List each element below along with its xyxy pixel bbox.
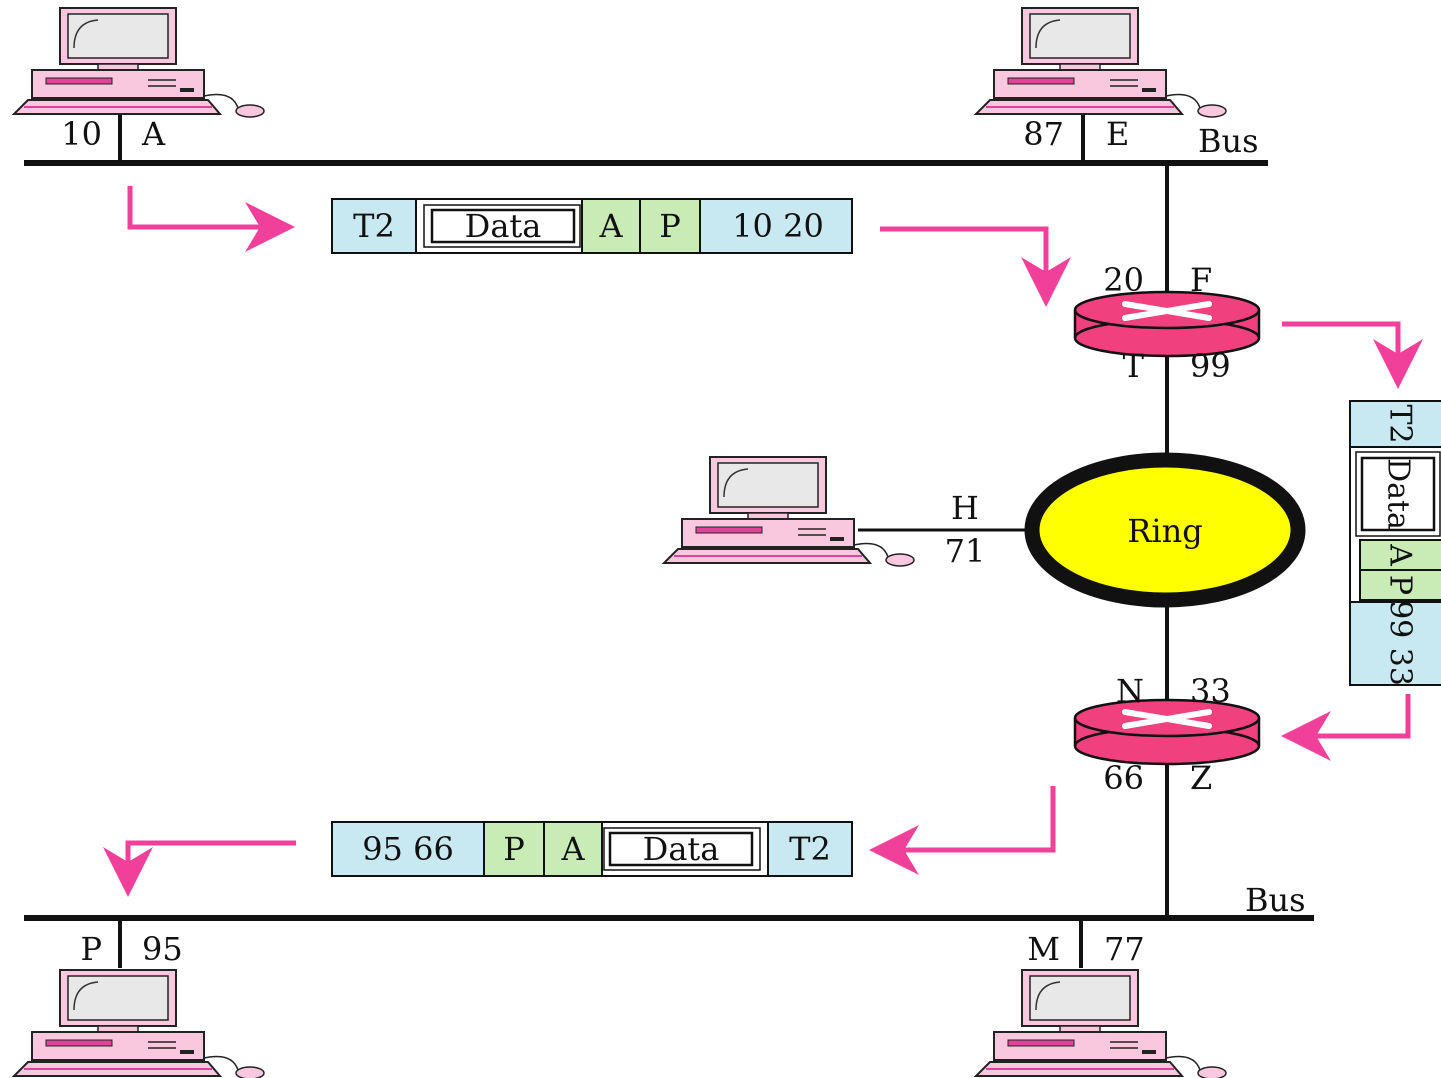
packet-second-phys-cell	[1349, 601, 1441, 686]
packet-first-dst: P	[659, 207, 681, 245]
router-x-icon	[1122, 301, 1212, 321]
packet-second-dst: P	[1383, 575, 1418, 595]
packet-third-data: Data	[643, 830, 720, 868]
packet-second-src-cell	[1359, 539, 1441, 571]
packet-third-trailer-cell	[767, 821, 853, 877]
packet-second-trailer: T2	[1383, 404, 1418, 443]
computer-m-icon	[975, 969, 1227, 1078]
packet-first-data: Data	[465, 207, 542, 245]
arrow-packet-to-p	[103, 840, 296, 897]
packet-third-phys-cell	[331, 821, 485, 877]
station-m-phys: 77	[1104, 930, 1145, 968]
computer-h-icon	[663, 456, 915, 567]
packet-second-trailer-cell	[1349, 400, 1441, 448]
packet-first-phys-cell	[699, 198, 853, 254]
links	[24, 112, 1314, 968]
bottom-bus-label: Bus	[1245, 881, 1306, 919]
packet-first: T2 Data A P 10 20	[331, 198, 853, 254]
packet-first-phys: 10 20	[732, 207, 824, 245]
packet-second-src: A	[1383, 543, 1418, 566]
router-bottom-left-upper: N	[1116, 672, 1144, 710]
station-a-logical: A	[141, 115, 166, 153]
arrow-router-to-packet-bottom	[869, 786, 1056, 875]
router-bottom-right-lower: Z	[1190, 759, 1212, 797]
ring-label: Ring	[1127, 512, 1202, 550]
arrow-router-to-packet	[1282, 321, 1423, 389]
packet-first-src: A	[598, 207, 623, 245]
arrow-packet-to-router-bottom	[1281, 694, 1411, 761]
flow-arrows	[103, 186, 1423, 897]
packet-third-src: A	[560, 830, 585, 868]
station-e-logical: E	[1106, 115, 1129, 153]
computer-a-icon	[13, 7, 265, 118]
packet-third-trailer: T2	[789, 830, 831, 868]
router-top-left-lower: T	[1123, 347, 1145, 385]
arrow-packet-to-router	[880, 226, 1071, 307]
station-m-logical: M	[1027, 930, 1060, 968]
router-x-icon	[1122, 709, 1212, 729]
packet-second-dst-cell	[1359, 569, 1441, 601]
station-p-logical: P	[80, 930, 102, 968]
router-bottom-left-lower: 66	[1103, 759, 1144, 797]
station-e-phys: 87	[1023, 115, 1064, 153]
station-h-phys: 71	[945, 532, 986, 570]
packet-third-dst: P	[503, 830, 525, 868]
computer-p-icon	[13, 969, 265, 1078]
router-bottom-right-upper: 33	[1190, 672, 1231, 710]
station-p-phys: 95	[142, 930, 183, 968]
router-top-right-upper: F	[1190, 261, 1212, 299]
packet-third-src-cell	[543, 821, 603, 877]
packet-second-phys: 99 33	[1383, 600, 1418, 686]
packet-first-dst-cell	[639, 198, 701, 254]
ring-network: Ring	[1024, 452, 1306, 608]
station-a-phys: 10	[61, 115, 102, 153]
ring-shape	[1024, 452, 1306, 608]
packet-third: 95 66 P A Data T2	[331, 821, 853, 877]
packet-second-data: Data	[1381, 458, 1416, 530]
computer-e-icon	[975, 7, 1227, 118]
packet-second: T2 Data A P 99 33	[1349, 400, 1441, 686]
router-top-right-lower: 99	[1190, 347, 1231, 385]
station-h-logical: H	[951, 489, 979, 527]
router-top	[1073, 290, 1261, 358]
top-bus-label: Bus	[1198, 122, 1259, 160]
router-bottom	[1073, 698, 1261, 766]
packet-third-phys: 95 66	[362, 830, 454, 868]
arrow-a-to-packet	[127, 186, 295, 252]
router-top-left-upper: 20	[1103, 261, 1144, 299]
labels: 10 A 87 E Bus 20 F T 99 H 71 N 33 66 Z B…	[61, 115, 1305, 968]
packet-first-src-cell	[581, 198, 641, 254]
packet-first-trailer-cell	[331, 198, 417, 254]
packet-first-trailer: T2	[353, 207, 395, 245]
